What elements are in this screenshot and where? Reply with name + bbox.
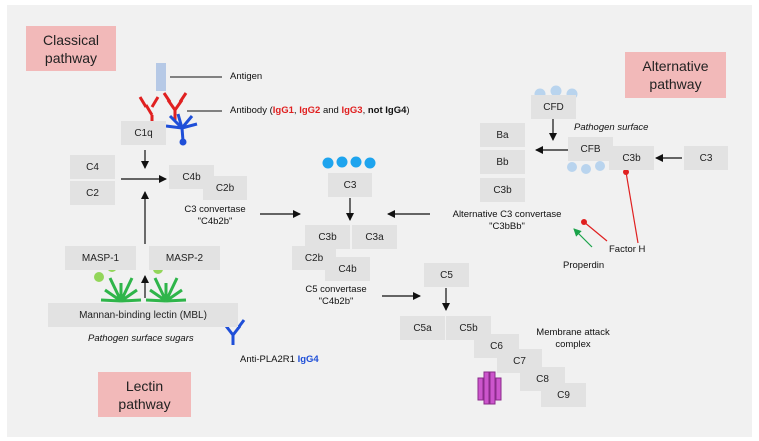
alt-c3b-small-box: C3b [480, 178, 525, 202]
c5b-box: C5b [446, 316, 491, 340]
antibody-label: Antibody (IgG1, IgG2 and IgG3, not IgG4) [230, 105, 410, 116]
antibody-and: and [320, 105, 342, 116]
c3-convertase-label: C3 convertase "C4b2b" [184, 204, 246, 227]
lectin-pathway-box: Lectin pathway [98, 372, 191, 417]
center-c4b-box: C4b [325, 257, 370, 281]
igg1-label: IgG1 [272, 105, 294, 116]
bb-box: Bb [480, 150, 525, 174]
cfb-dots-icon [567, 161, 605, 174]
c1q-box: C1q [121, 121, 166, 145]
c5-convertase-label: C5 convertase "C4b2b" [305, 284, 367, 307]
pathogen-surface-label: Pathogen surface [574, 122, 649, 133]
antigen-label: Antigen [230, 71, 263, 82]
anti-pla2r1-antibody-icon [220, 319, 246, 345]
igg3-label: IgG3 [341, 105, 363, 116]
antibody-close: ) [406, 105, 410, 116]
alt-c3b-box: C3b [609, 146, 654, 170]
c3b-box: C3b [305, 225, 350, 249]
factor-h-line [625, 171, 639, 244]
factor-h-to-convertase-line [583, 221, 608, 242]
c1q-icon [165, 113, 198, 142]
classical-pathway-box: Classical pathway [26, 26, 116, 71]
c2-box: C2 [70, 181, 115, 205]
cfd-box: CFD [531, 95, 576, 119]
properdin-arrow [573, 228, 593, 248]
antibody-igg-icon [138, 92, 188, 125]
properdin-label: Properdin [563, 260, 605, 271]
masp-2-box: MASP-2 [149, 246, 220, 270]
c5-box: C5 [424, 263, 469, 287]
factor-h-label: Factor H [609, 244, 646, 255]
c3-box: C3 [328, 173, 372, 197]
not-igg4-label: not IgG4 [367, 105, 407, 116]
c9-box: C9 [541, 383, 586, 407]
anti-pla2r1-text: Anti-PLA2R1 [240, 354, 298, 365]
anti-pla2r1-label: Anti-PLA2R1 IgG4 [240, 354, 319, 365]
cfb-box: CFB [568, 137, 613, 161]
igg4-label: IgG4 [297, 354, 319, 365]
igg2-label: IgG2 [299, 105, 321, 116]
antibody-prefix: Antibody ( [230, 105, 273, 116]
c5a-box: C5a [400, 316, 445, 340]
mac-pore-icon [477, 371, 502, 405]
membrane-attack-complex-label: Membrane attack complex [536, 327, 610, 350]
antibody-sep-1: , [293, 105, 300, 116]
mbl-right-icon [145, 277, 187, 303]
c3-dots-icon [322, 156, 376, 169]
masp-1-box: MASP-1 [65, 246, 136, 270]
c2b-box: C2b [203, 176, 247, 200]
antibody-sep-2: , [362, 105, 368, 116]
alt-c3-box: C3 [684, 146, 728, 170]
alternative-pathway-box: Alternative pathway [625, 52, 726, 98]
antigen-icon [156, 63, 166, 91]
mbl-box: Mannan-binding lectin (MBL) [48, 303, 238, 327]
c1q-stalk-dot [179, 138, 187, 146]
c4-box: C4 [70, 155, 115, 179]
factor-h-convertase-dot [581, 219, 587, 225]
pathogen-surface-sugars-label: Pathogen surface sugars [88, 333, 194, 344]
ba-box: Ba [480, 123, 525, 147]
mbl-left-icon [100, 277, 142, 303]
alternative-convertase-label: Alternative C3 convertase "C3bBb" [452, 209, 562, 232]
c3a-box: C3a [352, 225, 397, 249]
factor-h-dot [623, 169, 629, 175]
